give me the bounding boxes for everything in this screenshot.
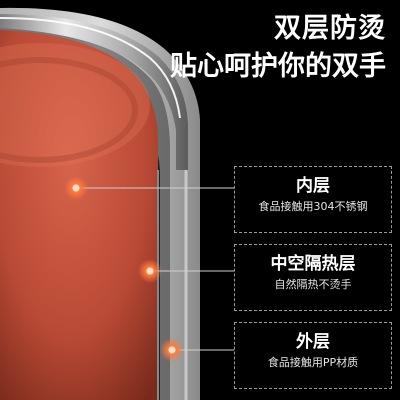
- layer-callout-hollow: 中空隔热层 自然隔热不烫手: [234, 244, 392, 311]
- layer-callout-outer: 外层 食品接触用PP材质: [234, 322, 392, 389]
- layer-callout-inner: 内层 食品接触用304不锈钢: [234, 166, 392, 233]
- headline-line-2: 贴心呵护你的双手: [170, 51, 386, 82]
- marker-inner: [72, 184, 80, 192]
- layer-desc: 食品接触用PP材质: [267, 356, 359, 369]
- layer-desc: 自然隔热不烫手: [274, 278, 352, 291]
- headline-line-1: 双层防烫: [274, 13, 386, 44]
- layer-desc: 食品接触用304不锈钢: [258, 200, 368, 213]
- inner-opening-shade: [0, 43, 150, 167]
- rim-highlight: [0, 17, 181, 119]
- layer-title: 外层: [296, 332, 330, 352]
- inner-opening-ring: [0, 57, 138, 163]
- marker-outer: [168, 346, 176, 354]
- layer-title: 内层: [296, 176, 330, 196]
- inner-wall: [0, 30, 158, 400]
- layer-title: 中空隔热层: [270, 254, 356, 274]
- marker-hollow: [146, 267, 154, 275]
- steel-rim: [0, 14, 188, 170]
